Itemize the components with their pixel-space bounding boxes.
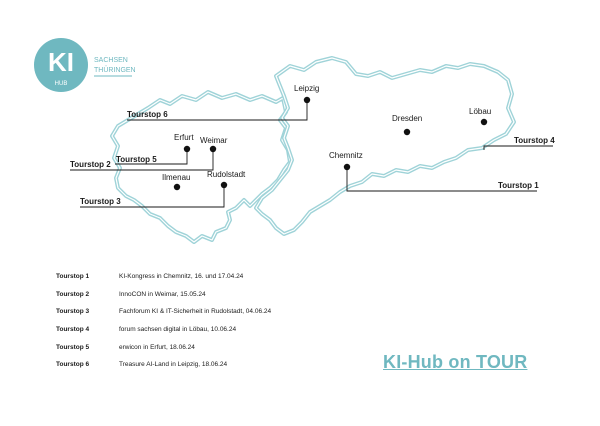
legend-stop: Tourstop 1 (56, 273, 90, 281)
leader-line-stop3 (80, 185, 225, 208)
legend-event: InnoCON in Weimar, 15.05.24 (119, 290, 206, 298)
legend-stop: Tourstop 5 (56, 343, 90, 351)
legend-row: Tourstop 4 forum sachsen digital in Löba… (56, 321, 356, 339)
leader-line-stop4 (483, 145, 553, 150)
leader-line-stop6 (127, 100, 308, 121)
map-label-stop1: Tourstop 1 (498, 181, 539, 190)
ki-hub-logo: KI HUB SACHSEN THÜRINGEN (34, 38, 136, 92)
leader-line-stop1 (346, 167, 537, 192)
city-dot-rudolstadt (220, 181, 228, 189)
map-label-stop5: Tourstop 5 (116, 155, 157, 164)
logo-line2: THÜRINGEN (94, 66, 136, 74)
legend-row: Tourstop 1 KI-Kongress in Chemnitz, 16. … (56, 268, 356, 286)
city-dot-erfurt (183, 145, 191, 153)
legend-stop: Tourstop 3 (56, 308, 90, 316)
city-dot-ilmenau (173, 183, 181, 191)
leader-lines (70, 100, 553, 208)
city-dot-leipzig (303, 96, 311, 104)
map-label-stop4: Tourstop 4 (514, 136, 555, 145)
leader-line-stop5 (115, 149, 188, 165)
leader-line-stop2 (70, 149, 214, 171)
city-dot-chemnitz (343, 163, 351, 171)
logo-line1: SACHSEN (94, 57, 128, 64)
city-label-ilmenau: Ilmenau (162, 173, 190, 182)
city-label-leipzig: Leipzig (294, 84, 319, 93)
legend-stop: Tourstop 6 (56, 361, 90, 369)
logo-circle (34, 38, 88, 92)
page-title[interactable]: KI-Hub on TOUR (383, 352, 528, 372)
map-label-stop3: Tourstop 3 (80, 197, 121, 206)
city-label-weimar: Weimar (200, 136, 228, 145)
city-label-rudolstadt: Rudolstadt (207, 170, 246, 179)
logo-sub: HUB (55, 81, 68, 87)
city-dot-weimar (209, 145, 217, 153)
legend-row: Tourstop 2 InnoCON in Weimar, 15.05.24 (56, 286, 356, 304)
map-label-stop2: Tourstop 2 (70, 160, 111, 169)
legend-row: Tourstop 3 Fachforum KI & IT-Sicherheit … (56, 303, 356, 321)
legend-row: Tourstop 6 Treasure AI-Land in Leipzig, … (56, 356, 356, 374)
legend-event: erwicon in Erfurt, 18.06.24 (119, 343, 195, 351)
legend-event: Fachforum KI & IT-Sicherheit in Rudolsta… (119, 308, 272, 316)
logo-mark: KI (48, 47, 74, 77)
city-label-loebau: Löbau (469, 107, 491, 116)
legend-event: Treasure AI-Land in Leipzig, 18.06.24 (119, 361, 228, 369)
legend-stop: Tourstop 2 (56, 290, 90, 298)
legend-event: forum sachsen digital in Löbau, 10.06.24 (119, 326, 237, 334)
city-dot-loebau (480, 118, 488, 126)
tour-legend: Tourstop 1 KI-Kongress in Chemnitz, 16. … (56, 268, 356, 374)
city-label-chemnitz: Chemnitz (329, 151, 363, 160)
city-label-erfurt: Erfurt (174, 133, 194, 142)
map-label-stop6: Tourstop 6 (127, 110, 168, 119)
legend-row: Tourstop 5 erwicon in Erfurt, 18.06.24 (56, 338, 356, 356)
city-dot-dresden (403, 128, 411, 136)
city-label-dresden: Dresden (392, 114, 422, 123)
legend-event: KI-Kongress in Chemnitz, 16. und 17.04.2… (119, 273, 244, 281)
legend-stop: Tourstop 4 (56, 326, 90, 334)
